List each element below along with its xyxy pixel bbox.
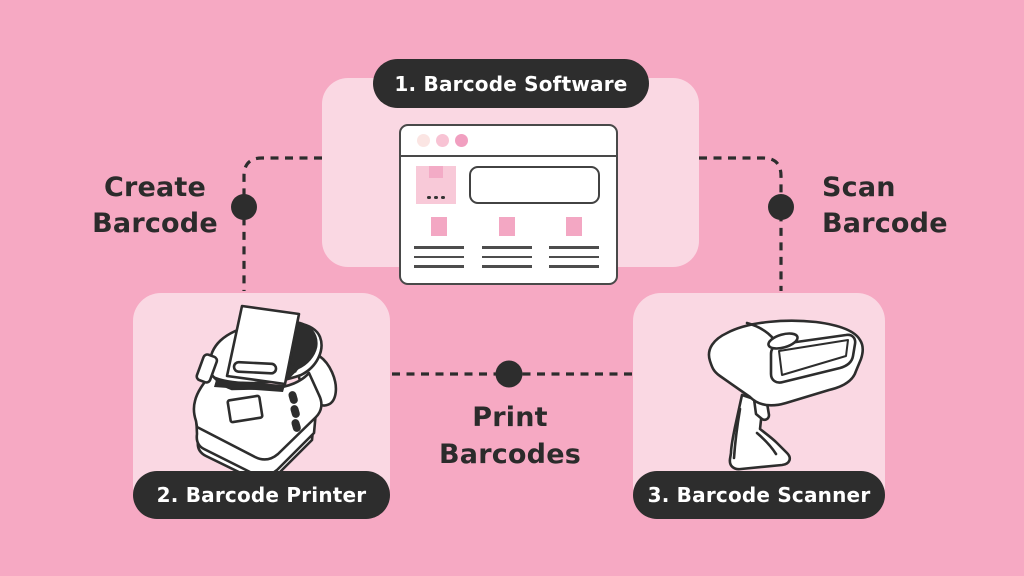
printer-node-label: 2. Barcode Printer [133, 471, 390, 519]
product-thumb-icon [499, 217, 515, 236]
window-dot-icon [417, 134, 430, 147]
software-node-label: 1. Barcode Software [373, 59, 649, 108]
barcode-printer-icon [192, 304, 338, 483]
browser-content [401, 157, 616, 281]
search-box-outline [469, 166, 600, 204]
barcode-scanner-icon [707, 319, 865, 471]
create-barcode-label-line2: Barcode [92, 208, 218, 239]
product-thumb-icon [431, 217, 447, 236]
scanner-node-label: 3. Barcode Scanner [633, 471, 885, 519]
product-column [414, 217, 464, 268]
product-column [549, 217, 599, 268]
product-column [482, 217, 532, 268]
create-barcode-label: Create Barcode [45, 170, 265, 242]
create-barcode-label-line1: Create [103, 172, 207, 203]
software-node-label-text: 1. Barcode Software [394, 71, 628, 96]
package-box-icon [416, 166, 456, 204]
scan-barcode-label-line2: Barcode [822, 208, 948, 239]
window-dot-icon [436, 134, 449, 147]
window-dot-icon [455, 134, 468, 147]
print-barcodes-label: Print Barcodes [408, 399, 612, 473]
create-connector-path [242, 156, 322, 291]
product-thumb-icon [566, 217, 582, 236]
scan-connector-path [699, 156, 783, 291]
browser-window-icon [399, 124, 618, 285]
text-line [414, 255, 464, 258]
ellipsis-icon [427, 195, 445, 199]
text-line [414, 246, 464, 249]
scan-barcode-label: Scan Barcode [822, 170, 1022, 242]
text-line [414, 265, 464, 268]
text-line [482, 255, 532, 258]
text-line [549, 255, 599, 258]
package-label-icon [429, 166, 443, 178]
text-line [482, 246, 532, 249]
browser-titlebar [401, 126, 616, 157]
print-barcodes-label-line2: Barcodes [439, 439, 581, 470]
text-line [482, 265, 532, 268]
text-line [549, 246, 599, 249]
scan-junction-dot-icon [768, 194, 794, 220]
text-line [549, 265, 599, 268]
print-junction-dot-icon [495, 360, 523, 388]
printer-node-label-text: 2. Barcode Printer [156, 483, 367, 507]
print-barcodes-label-line1: Print [472, 402, 548, 433]
create-junction-dot-icon [231, 194, 257, 220]
scanner-node-label-text: 3. Barcode Scanner [647, 483, 871, 507]
scan-barcode-label-line1: Scan [822, 172, 896, 203]
